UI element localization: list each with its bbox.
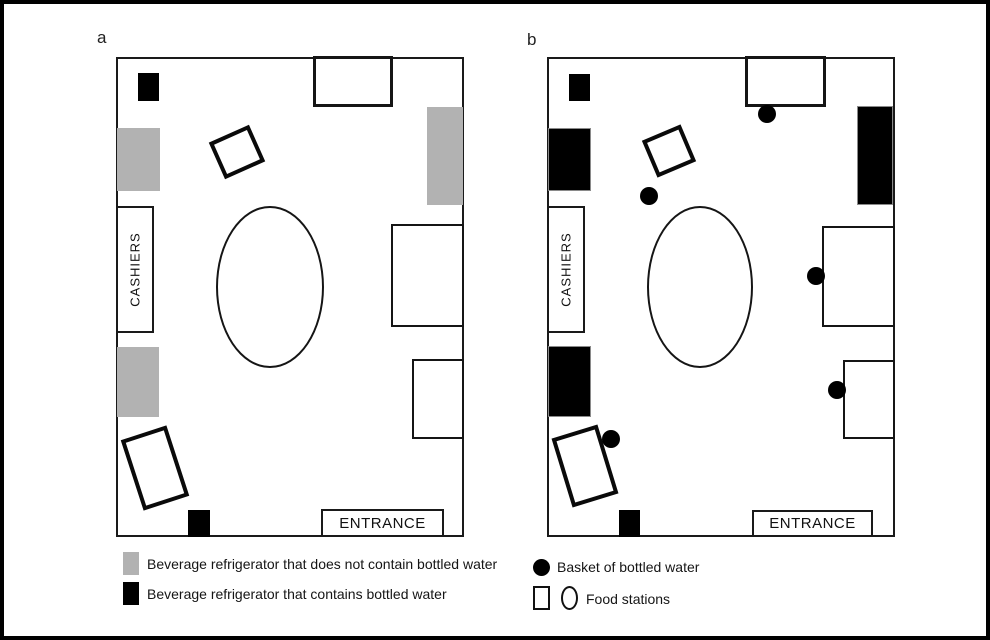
cashiers-label-a: CASHIERS <box>127 232 143 307</box>
water-basket-dot-tilted-rect-b <box>602 430 620 448</box>
fridge-bottled-water-left1-b <box>548 128 591 191</box>
legend-food-stations-label: Food stations <box>586 591 671 607</box>
entrance-label-b: ENTRANCE <box>769 515 856 532</box>
cashiers-box-a: CASHIERS <box>116 206 154 333</box>
legend-black-fridge-swatch <box>123 582 139 605</box>
legend-gray-fridge-label: Beverage refrigerator that does not cont… <box>147 556 498 572</box>
legend-food-station-ellipse-icon <box>561 586 578 610</box>
water-basket-dot-right2-b <box>828 381 846 399</box>
food-station-top-rect-a <box>313 56 393 107</box>
legend-food-station-square-icon <box>533 586 550 610</box>
cashiers-label-b: CASHIERS <box>558 232 574 307</box>
panel-a-label: a <box>97 28 107 47</box>
water-basket-dot-center-b <box>640 187 658 205</box>
fridge-no-water-left1-a <box>117 128 160 191</box>
fridge-bottled-water-bottom-a <box>188 510 210 537</box>
water-basket-dot-right1-b <box>807 267 825 285</box>
food-station-ellipse-a <box>216 206 324 368</box>
food-station-right-rect2-b <box>843 360 895 439</box>
fridge-bottled-water-bottom-b <box>619 510 640 537</box>
entrance-label-a: ENTRANCE <box>339 514 426 532</box>
fridge-bottled-water-topleft-a <box>138 73 159 101</box>
fridge-bottled-water-topleft-b <box>569 74 590 101</box>
food-station-right-rect2-a <box>412 359 464 439</box>
food-station-top-rect-b <box>745 56 826 107</box>
food-station-ellipse-b <box>647 206 753 368</box>
legend-gray-fridge-swatch <box>123 552 139 575</box>
fridge-bottled-water-right-b <box>857 106 893 205</box>
food-station-right-rect1-b <box>822 226 895 327</box>
legend-basket-dot-icon <box>533 559 550 576</box>
entrance-box-b: ENTRANCE <box>752 510 873 537</box>
fridge-no-water-left2-a <box>117 347 159 417</box>
food-station-right-rect1-a <box>391 224 464 327</box>
panel-b-label: b <box>527 30 537 49</box>
legend-black-fridge-label: Beverage refrigerator that contains bott… <box>147 586 447 602</box>
entrance-box-a: ENTRANCE <box>321 509 444 537</box>
legend-basket-label: Basket of bottled water <box>557 559 700 575</box>
water-basket-dot-top-b <box>758 105 776 123</box>
fridge-bottled-water-left2-b <box>548 346 591 417</box>
fridge-no-water-right-a <box>427 107 463 205</box>
cashiers-box-b: CASHIERS <box>547 206 585 333</box>
